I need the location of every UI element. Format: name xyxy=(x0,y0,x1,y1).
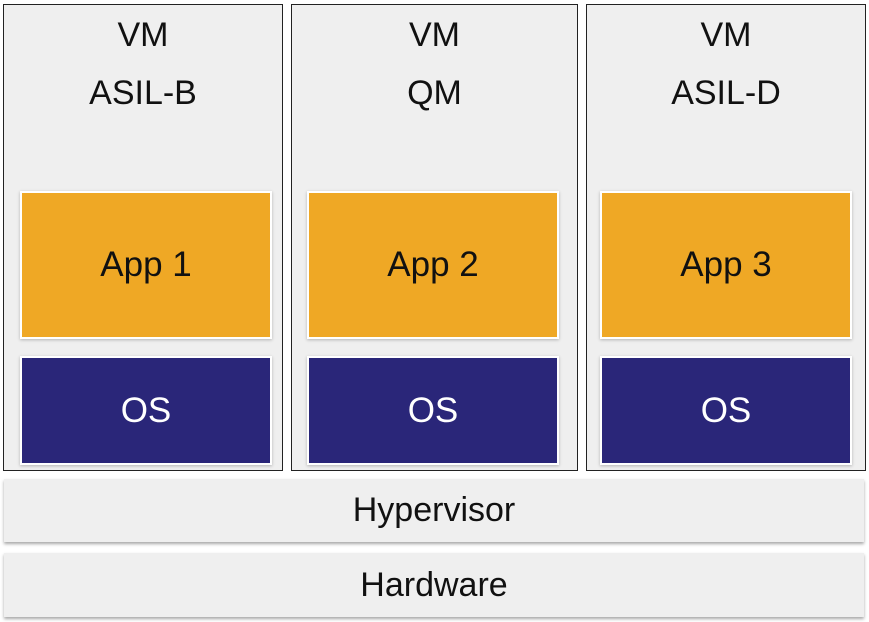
vm-title: VM xyxy=(700,16,752,54)
vm-qm: VM QM App 2 OS xyxy=(291,4,578,471)
hypervisor-layer: Hypervisor xyxy=(4,479,864,542)
vm-safety-level: ASIL-B xyxy=(89,74,197,112)
app-block: App 1 xyxy=(20,191,272,339)
app-block: App 2 xyxy=(307,191,559,339)
vm-safety-level: QM xyxy=(407,74,462,112)
app-block: App 3 xyxy=(600,191,852,339)
vm-asil-d: VM ASIL-D App 3 OS xyxy=(586,4,866,471)
os-block: OS xyxy=(20,356,272,465)
vm-title: VM xyxy=(409,16,460,54)
vm-title: VM xyxy=(117,16,169,54)
os-block: OS xyxy=(307,356,559,465)
vm-asil-b: VM ASIL-B App 1 OS xyxy=(3,4,283,471)
os-block: OS xyxy=(600,356,852,465)
hardware-layer: Hardware xyxy=(4,553,864,617)
vm-safety-level: ASIL-D xyxy=(671,74,781,112)
